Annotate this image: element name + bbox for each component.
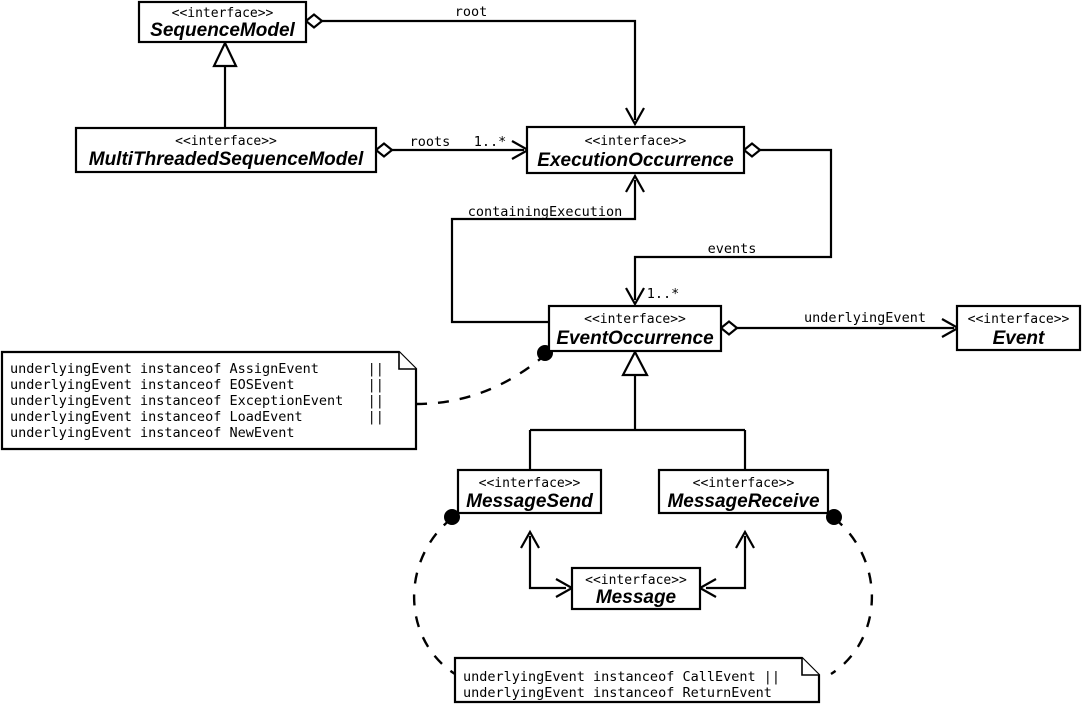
edge-label-containing-execution: containingExecution xyxy=(468,204,622,220)
note-anchor-arc-right xyxy=(830,517,874,676)
edge-label-roots: roots xyxy=(410,134,451,150)
edge-label-events: events xyxy=(708,241,757,257)
class-box-event-occurrence-rect[interactable] xyxy=(547,304,723,353)
class-stereotype-event: <<interface>> xyxy=(968,312,1070,327)
arrowhead-to-messagesend xyxy=(520,529,540,549)
class-box-multithreaded-sequence-model[interactable]: <<interface>> MultiThreadedSequenceModel xyxy=(74,126,378,174)
note-event-occurrence-fold xyxy=(398,352,416,370)
note-anchor-arc-left xyxy=(412,517,456,676)
note-line: underlyingEvent instanceof CallEvent || xyxy=(463,669,780,685)
note-anchor-messages xyxy=(412,509,874,676)
class-stereotype-event-occurrence: <<interface>> xyxy=(584,312,686,327)
edge-root: root xyxy=(304,4,645,127)
arrowhead-to-messagereceive xyxy=(735,529,755,549)
edge-label-events-multiplicity: 1..* xyxy=(647,286,680,302)
class-name-event: Event xyxy=(993,328,1045,349)
edge-messagereceive-message xyxy=(697,529,755,598)
generalization-triangle-mtsm xyxy=(212,40,238,68)
aggregation-diamond-root xyxy=(304,13,324,29)
class-stereotype-message: <<interface>> xyxy=(585,573,687,588)
class-box-event-rect[interactable] xyxy=(955,304,1082,352)
arrowhead-events xyxy=(625,287,645,307)
class-name-message: Message xyxy=(596,587,677,608)
note-line: underlyingEvent instanceof AssignEvent |… xyxy=(10,361,384,377)
arrowhead-containing-execution xyxy=(625,173,645,193)
note-anchor-dot-message-receive xyxy=(826,509,842,525)
class-box-sequence-model-rect[interactable] xyxy=(137,0,308,44)
class-stereotype-message-receive: <<interface>> xyxy=(693,476,795,491)
edge-generalization-messages xyxy=(528,349,747,470)
note-line: underlyingEvent instanceof ReturnEvent xyxy=(463,685,772,701)
edge-underlying-event: underlyingEvent xyxy=(719,310,961,338)
note-line: underlyingEvent instanceof EOSEvent || xyxy=(10,377,384,393)
edge-generalization-mtsm xyxy=(212,40,238,128)
class-name-message-send: MessageSend xyxy=(466,491,593,512)
class-name-sequence-model: SequenceModel xyxy=(150,20,295,41)
class-stereotype-message-send: <<interface>> xyxy=(479,476,581,491)
class-box-sequence-model[interactable]: <<interface>> SequenceModel xyxy=(137,0,308,44)
class-box-message[interactable]: <<interface>> Message xyxy=(570,566,702,611)
note-line: underlyingEvent instanceof LoadEvent || xyxy=(10,409,384,425)
note-anchor-event-occurrence-line xyxy=(415,354,546,406)
class-box-execution-occurrence[interactable]: <<interface>> ExecutionOccurrence xyxy=(525,125,746,175)
edge-roots: roots 1..* xyxy=(374,134,531,160)
class-box-message-receive-rect[interactable] xyxy=(657,468,830,515)
class-box-message-receive[interactable]: <<interface>> MessageReceive xyxy=(657,468,830,515)
class-name-event-occurrence: EventOccurrence xyxy=(556,328,714,349)
class-name-multithreaded-sequence-model: MultiThreadedSequenceModel xyxy=(89,149,364,170)
class-box-message-rect[interactable] xyxy=(570,566,702,611)
arrowhead-root xyxy=(625,107,645,127)
note-message-shape[interactable] xyxy=(453,656,821,704)
aggregation-diamond-events xyxy=(742,142,762,158)
edge-messagesend-message-line xyxy=(528,536,566,590)
edge-events-line xyxy=(633,148,833,300)
aggregation-diamond-roots xyxy=(374,142,394,158)
note-message[interactable]: underlyingEvent instanceof CallEvent || … xyxy=(453,656,821,704)
class-stereotype-sequence-model: <<interface>> xyxy=(172,6,274,21)
class-box-message-send-rect[interactable] xyxy=(456,468,603,515)
generalization-triangle-messages xyxy=(621,349,649,377)
edge-messagereceive-message-line xyxy=(706,536,747,590)
class-name-message-receive: MessageReceive xyxy=(667,491,820,512)
edge-root-line xyxy=(322,19,637,120)
note-message-fold xyxy=(801,658,819,676)
edge-messagesend-message xyxy=(520,529,575,598)
class-stereotype-execution-occurrence: <<interface>> xyxy=(585,134,687,149)
note-line: underlyingEvent instanceof NewEvent xyxy=(10,425,294,441)
note-event-occurrence[interactable]: underlyingEvent instanceof AssignEvent |… xyxy=(0,350,418,451)
edge-label-underlying-event: underlyingEvent xyxy=(804,310,926,326)
note-anchor-event-occurrence xyxy=(415,345,553,406)
edge-label-roots-multiplicity: 1..* xyxy=(474,134,507,150)
note-line: underlyingEvent instanceof ExceptionEven… xyxy=(10,393,384,409)
class-box-event-occurrence[interactable]: <<interface>> EventOccurrence xyxy=(547,304,723,353)
aggregation-diamond-underlying-event xyxy=(719,320,739,336)
class-name-execution-occurrence: ExecutionOccurrence xyxy=(537,150,734,171)
class-stereotype-multithreaded-sequence-model: <<interface>> xyxy=(175,134,277,149)
note-event-occurrence-shape[interactable] xyxy=(0,350,418,451)
edge-events: events 1..* xyxy=(625,142,833,307)
class-box-multithreaded-sequence-model-rect[interactable] xyxy=(74,126,378,174)
edge-containing-execution-line xyxy=(450,180,637,324)
edge-label-root: root xyxy=(455,4,488,20)
class-box-message-send[interactable]: <<interface>> MessageSend xyxy=(456,468,603,515)
note-anchor-dot-message-send xyxy=(444,509,460,525)
class-box-execution-occurrence-rect[interactable] xyxy=(525,125,746,175)
class-box-event[interactable]: <<interface>> Event xyxy=(955,304,1082,352)
edge-containing-execution: containingExecution xyxy=(450,173,645,324)
